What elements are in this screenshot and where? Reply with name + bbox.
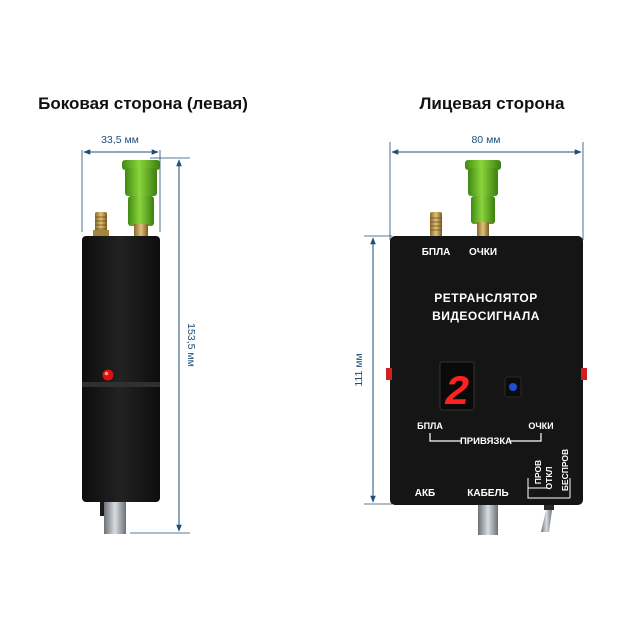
seven-segment-display: 2	[439, 361, 475, 417]
side-height-label: 153,5 мм	[185, 323, 197, 367]
side-bottom-connector	[100, 502, 126, 534]
front-width-label: 80 мм	[471, 134, 500, 146]
red-led-icon	[102, 369, 114, 381]
front-view: 80 мм 111 мм БПЛА ОЧКИ РЕТРАНСЛЯТОР	[353, 134, 587, 535]
switch-label-off: ОТКЛ	[544, 466, 554, 489]
bottom-label-battery: АКБ	[415, 488, 436, 499]
toggle-switch-icon[interactable]	[541, 505, 554, 532]
green-antenna-icon	[465, 160, 501, 238]
sma-connector-icon	[430, 212, 442, 238]
front-body	[390, 236, 583, 505]
side-view: 33,5 мм 153,5 мм	[81, 134, 197, 534]
switch-label-wired: ПРОВ	[533, 460, 543, 484]
cable-connector	[478, 505, 498, 535]
bottom-label-cable: КАБЕЛЬ	[467, 488, 508, 499]
front-view-title: Лицевая сторона	[419, 94, 565, 113]
side-body	[82, 236, 160, 502]
device-name-line2: ВИДЕОСИГНАЛА	[432, 309, 540, 323]
pair-label: ПРИВЯЗКА	[460, 436, 512, 447]
sma-connector-icon	[93, 212, 109, 236]
display-digit: 2	[444, 369, 469, 417]
blue-button-icon[interactable]	[504, 376, 522, 398]
switch-label-wireless: БЕСПРОВ	[560, 449, 570, 491]
side-view-title: Боковая сторона (левая)	[38, 94, 248, 113]
pair-label-glasses: ОЧКИ	[528, 421, 553, 431]
device-name-line1: РЕТРАНСЛЯТОР	[434, 291, 537, 305]
side-width-label: 33,5 мм	[101, 134, 139, 146]
front-top-port-bpla: БПЛА	[422, 247, 451, 258]
front-top-port-glasses: ОЧКИ	[469, 247, 497, 258]
front-height-label: 111 мм	[353, 353, 365, 386]
pair-label-bpla: БПЛА	[417, 421, 443, 431]
green-antenna-icon	[122, 160, 160, 236]
switch-position-labels: ПРОВ ОТКЛ БЕСПРОВ	[527, 449, 571, 499]
